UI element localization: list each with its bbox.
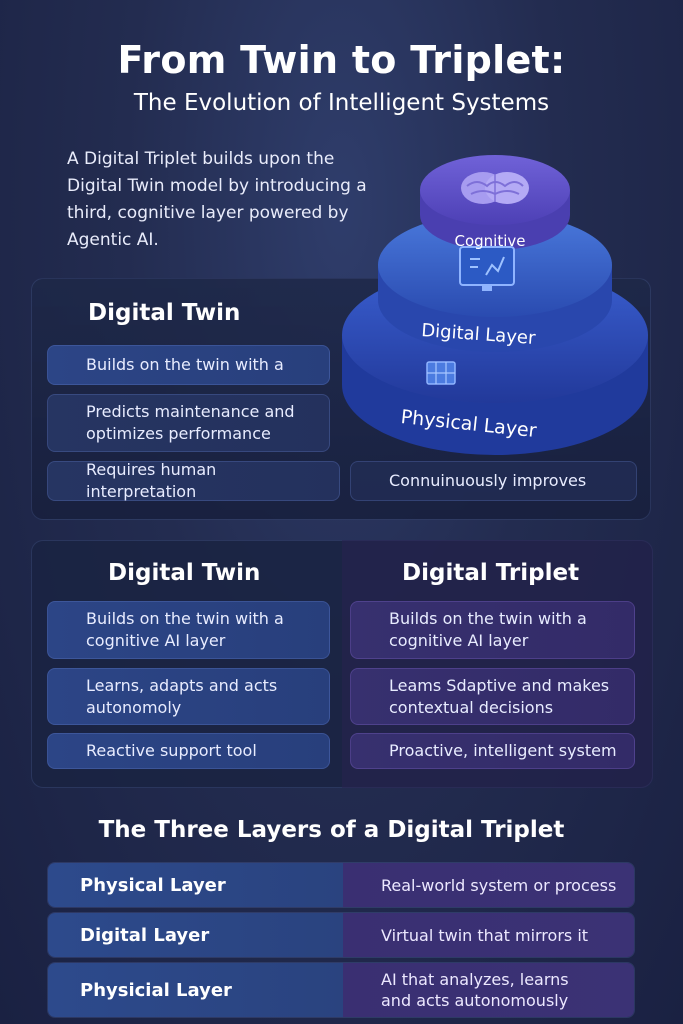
layer-row-description: Virtual twin that mirrors it [343,913,634,957]
layers-section-title: The Three Layers of a Digital Triplet [98,817,565,843]
comparison-right-item: Leams Sdaptive and makes contextual deci… [350,668,635,725]
digital-twin-item: Connuinuously improves [350,461,637,501]
comparison-left-item: Builds on the twin with a cognitive AI l… [47,601,330,659]
cognitive-label: Cognitive [454,232,525,250]
layer-row-name: Digital Layer [48,913,343,957]
digital-twin-item: Requires human interpretation [47,460,340,501]
page-title: From Twin to Triplet: [117,38,566,82]
layer-row-description: AI that analyzes, learns and acts autono… [343,963,634,1017]
digital-twin-title: Digital Twin [88,300,241,326]
comparison-left-item: Reactive support tool [47,733,330,769]
layer-row: Physical Layer Real-world system or proc… [47,862,635,908]
layer-stack-graphic: Cognitive Digital Layer Physical Layer [342,155,648,455]
layer-row: Physicial Layer AI that analyzes, learns… [47,962,635,1018]
comparison-left-item: Learns, adapts and acts autonomoly [47,668,330,725]
intro-text: A Digital Triplet builds upon the Digita… [67,149,367,250]
layer-row: Digital Layer Virtual twin that mirrors … [47,912,635,958]
comparison-right-item: Proactive, intelligent system [350,733,635,769]
comparison-right-title: Digital Triplet [402,560,580,586]
layer-row-name: Physicial Layer [48,963,343,1017]
digital-twin-item: Predicts maintenance and optimizes perfo… [47,394,330,452]
page-subtitle: The Evolution of Intelligent Systems [133,90,550,116]
comparison-right-item: Builds on the twin with a cognitive AI l… [350,601,635,659]
comparison-left-title: Digital Twin [108,560,261,586]
digital-twin-item: Builds on the twin with a [47,345,330,385]
layer-row-description: Real-world system or process [343,863,634,907]
layer-row-name: Physical Layer [48,863,343,907]
monitor-icon [459,246,515,291]
server-icon [426,361,456,385]
brain-icon [461,172,529,204]
